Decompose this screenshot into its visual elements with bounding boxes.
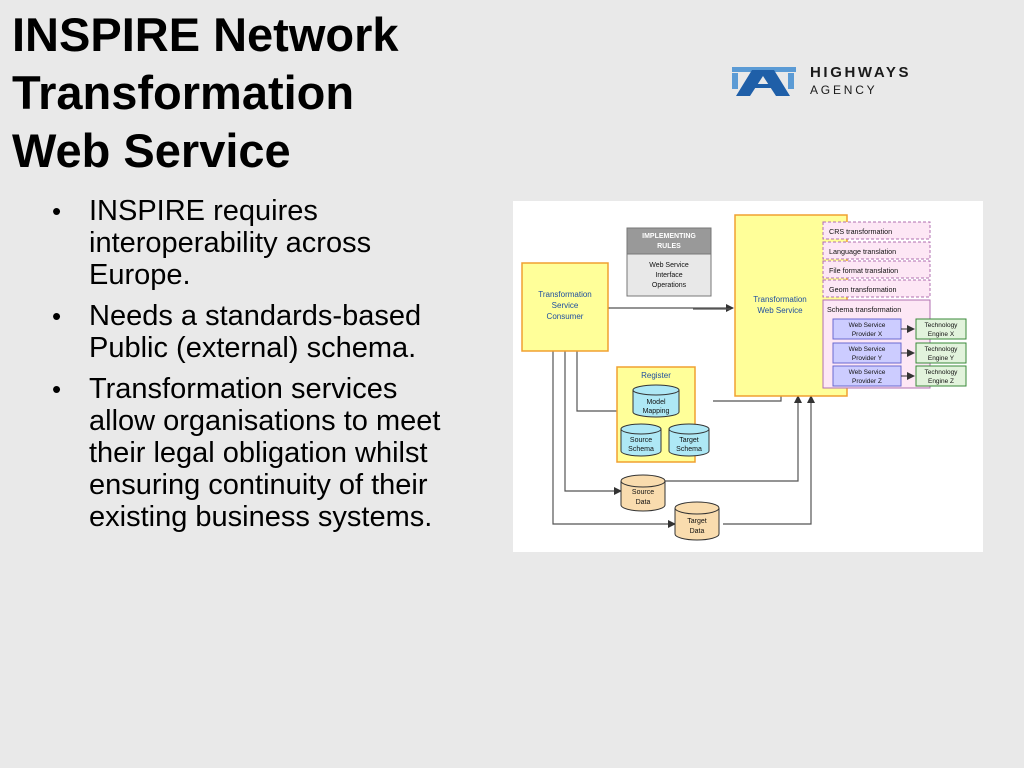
provider-label-1: Web Service [849, 322, 886, 329]
transformation-item: File format translation [829, 266, 898, 275]
target-schema-cylinder: Target Schema [668, 423, 710, 457]
provider-label-2: Provider X [852, 331, 883, 338]
source-data-label-2: Data [636, 499, 651, 506]
target-schema-label-2: Schema [676, 446, 702, 453]
model-mapping-cylinder: Model Mapping [632, 384, 680, 418]
source-data-cylinder: Source Data [620, 474, 666, 512]
bullet-list: • INSPIRE requires interoperability acros… [52, 195, 462, 542]
provider-label-2: Provider Z [852, 378, 882, 385]
bullet-icon: • [52, 374, 62, 404]
engine-label-1: Technology [925, 322, 959, 329]
highways-agency-logo: HIGHWAYS AGENCY [730, 60, 960, 104]
implementing-rules-label-1: IMPLEMENTING [642, 233, 696, 240]
highways-agency-logo-icon [732, 67, 796, 96]
interface-ops-label-2: Interface [655, 272, 682, 279]
model-mapping-label-2: Mapping [643, 408, 670, 415]
target-data-label-1: Target [687, 518, 707, 525]
transformation-list: CRS transformation Language translation … [822, 221, 931, 298]
transformation-item: Geom transformation [829, 285, 897, 294]
transformation-item: CRS transformation [829, 227, 892, 236]
bullet-item: • Transformation services allow organisat… [52, 373, 462, 533]
interface-ops-label-3: Operations [652, 282, 687, 289]
bullet-icon: • [52, 301, 62, 331]
web-service-label-1: Transformation [753, 295, 807, 304]
interface-ops-label-1: Web Service [649, 262, 689, 269]
source-schema-label-1: Source [630, 437, 652, 444]
provider-label-1: Web Service [849, 369, 886, 376]
target-data-cylinder: Target Data [674, 501, 720, 541]
engine-label-1: Technology [925, 346, 959, 353]
slide-title-line-2: Web Service [12, 124, 291, 177]
bullet-item: • Needs a standards-based Public (externa… [52, 300, 462, 364]
engine-label-2: Engine Y [928, 355, 955, 362]
source-schema-cylinder: Source Schema [620, 423, 662, 457]
provider-row: Web Service Provider X Technology Engine… [832, 318, 967, 340]
slide-title: INSPIRE Network Transformation Web Servi… [12, 6, 712, 180]
register-label: Register [641, 371, 671, 380]
logo-subtitle: AGENCY [810, 83, 878, 97]
register-box: Register Model Mapping Source Schema Tar… [616, 366, 710, 463]
bullet-icon: • [52, 196, 62, 226]
bullet-text: INSPIRE requires interoperability across… [89, 195, 372, 291]
bullet-text: Needs a standards-based Public (external… [89, 300, 422, 364]
architecture-diagram-svg: IMPLEMENTING RULES Web Service Interface… [521, 214, 967, 541]
consumer-box: Transformation Service Consumer [521, 262, 609, 352]
logo-name: HIGHWAYS [810, 64, 912, 81]
engine-label-2: Engine Z [928, 378, 954, 385]
architecture-diagram: IMPLEMENTING RULES Web Service Interface… [513, 201, 983, 552]
provider-label-2: Provider Y [852, 355, 883, 362]
implementing-rules-box: IMPLEMENTING RULES Web Service Interface… [626, 227, 712, 297]
source-schema-label-2: Schema [628, 446, 654, 453]
target-data-label-2: Data [690, 528, 705, 535]
implementing-rules-label-2: RULES [657, 243, 681, 250]
web-service-label-2: Web Service [757, 306, 803, 315]
target-schema-label-1: Target [679, 437, 699, 444]
source-data-label-1: Source [632, 489, 654, 496]
provider-row: Web Service Provider Z Technology Engine… [832, 365, 967, 387]
bullet-text: Transformation services allow organisati… [89, 373, 441, 533]
engine-label-1: Technology [925, 369, 959, 376]
slide-title-line-1: INSPIRE Network Transformation [12, 8, 399, 119]
schema-transformation-label: Schema transformation [827, 305, 901, 314]
consumer-label-3: Consumer [547, 312, 584, 321]
bullet-item: • INSPIRE requires interoperability acros… [52, 195, 462, 291]
consumer-label-1: Transformation [538, 290, 592, 299]
consumer-label-2: Service [552, 301, 579, 310]
transformation-item: Language translation [829, 247, 896, 256]
provider-row: Web Service Provider Y Technology Engine… [832, 342, 967, 364]
engine-label-2: Engine X [928, 331, 955, 338]
model-mapping-label-1: Model [646, 399, 666, 406]
provider-label-1: Web Service [849, 346, 886, 353]
